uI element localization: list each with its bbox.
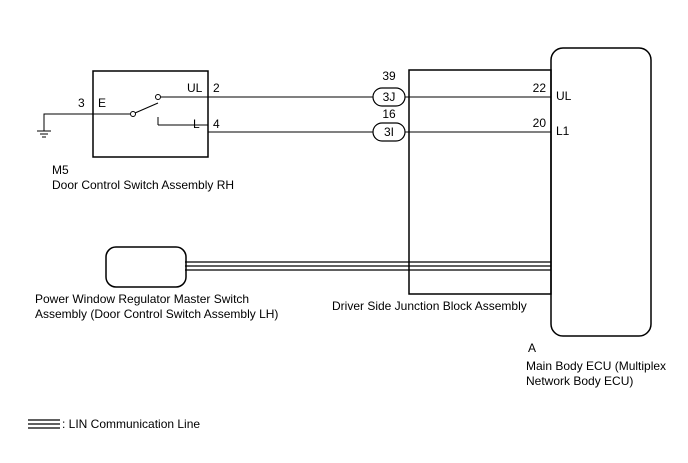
main-body-ecu-name-line2: Network Body ECU) (526, 374, 633, 388)
switch-rh-connector: M5 (52, 163, 69, 177)
junction-pin-16: 16 (382, 107, 396, 121)
connector-3i (372, 122, 406, 142)
ecu-pin-l1-label: L1 (556, 124, 570, 138)
switch-rh-pin-ul-label: UL (187, 81, 203, 95)
main-body-ecu-connector: A (528, 341, 536, 355)
switch-rh-pin-e-label: E (98, 96, 106, 110)
ecu-pin-ul-label: UL (556, 89, 572, 103)
main-body-ecu-box (550, 47, 652, 337)
switch-rh-pin-l-number: 4 (213, 117, 220, 131)
switch-rh-pin-l-label: L (193, 117, 200, 131)
lin-line-legend-icon (28, 419, 60, 429)
master-switch-name-line2: Assembly (Door Control Switch Assembly L… (35, 307, 278, 321)
junction-block-name: Driver Side Junction Block Assembly (332, 299, 527, 313)
switch-rh-name: Door Control Switch Assembly RH (52, 178, 234, 192)
connector-3i-label: 3I (384, 125, 394, 139)
junction-pin-39: 39 (382, 69, 396, 83)
ecu-pin-22: 22 (533, 81, 547, 95)
junction-block-box (408, 69, 552, 295)
connector-3j-label: 3J (383, 90, 396, 104)
ground-icon (37, 130, 51, 138)
ecu-pin-20: 20 (533, 116, 547, 130)
ground-wire (43, 113, 93, 131)
main-body-ecu-name-line1: Main Body ECU (Multiplex (526, 359, 666, 373)
master-switch-name-line1: Power Window Regulator Master Switch (35, 292, 249, 306)
master-switch-box (105, 246, 187, 288)
connector-3j (372, 87, 406, 107)
switch-rh-pin-ul-number: 2 (213, 81, 220, 95)
legend-label: : LIN Communication Line (62, 417, 200, 431)
switch-rh-pin-e-number: 3 (78, 96, 85, 110)
lin-communication-line (185, 261, 551, 271)
switch-contact-icon (93, 94, 208, 126)
